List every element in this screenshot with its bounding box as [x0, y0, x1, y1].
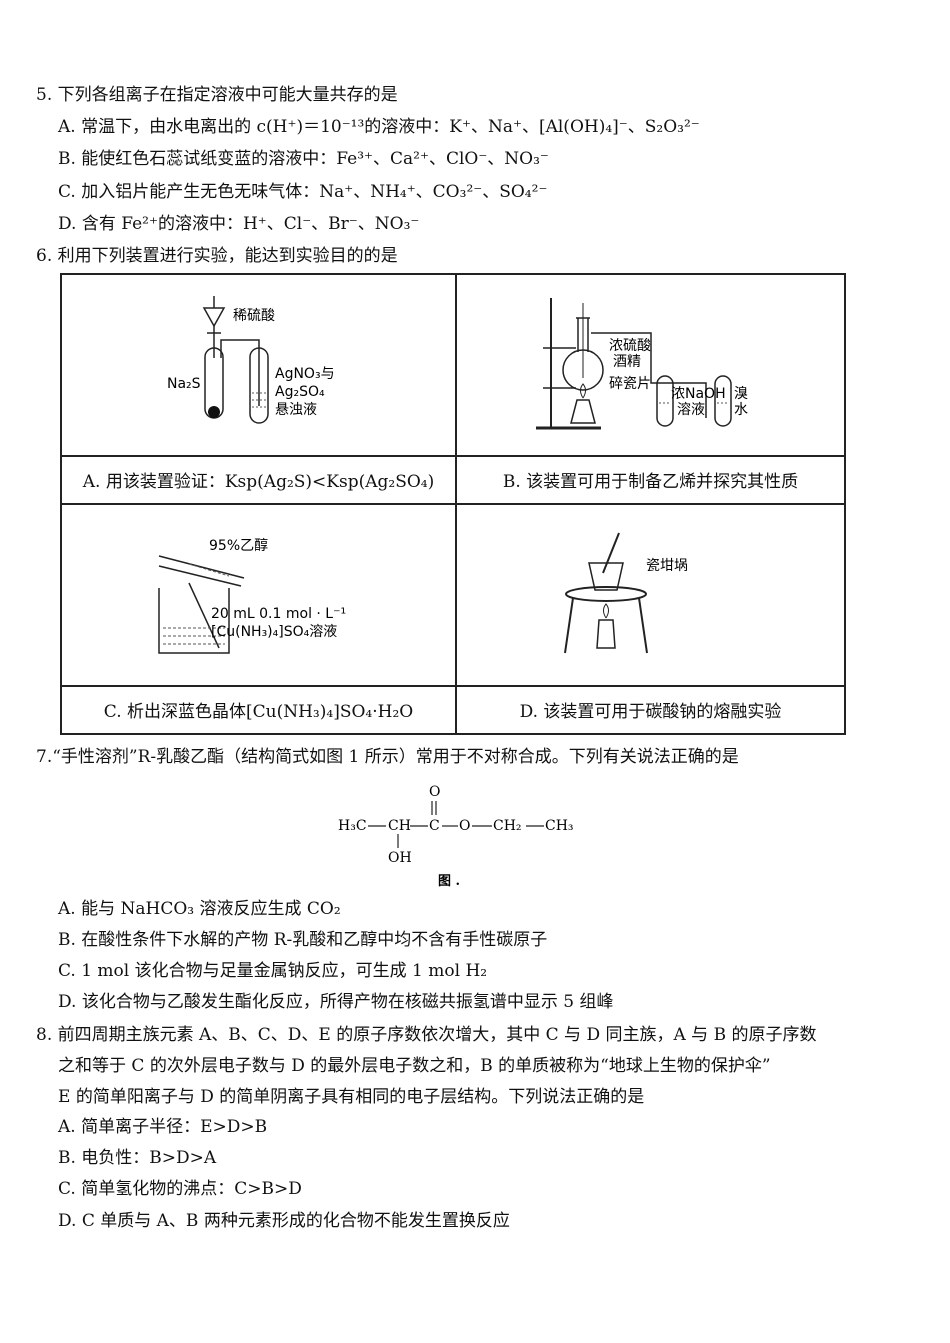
struct-ester-o: O [459, 818, 470, 834]
q6-figure-c: 95%乙醇 20 mL 0.1 mol · L⁻¹ [Cu(NH₃)₄]SO₄溶… [60, 502, 457, 687]
q7-option-a: A. 能与 NaHCO₃ 溶液反应生成 CO₂ [58, 899, 341, 919]
q5-option-d: D. 含有 Fe²⁺的溶液中：H⁺、Cl⁻、Br⁻、NO₃⁻ [58, 214, 420, 234]
label-95-ethanol: 95%乙醇 [209, 537, 268, 554]
apparatus-c-illustration: 95%乙醇 20 mL 0.1 mol · L⁻¹ [Cu(NH₃)₄]SO₄溶… [157, 537, 346, 654]
label-bromine-water: 水 [734, 402, 748, 418]
label-dilute-sulfuric-acid: 稀硫酸 [233, 308, 275, 324]
q7-option-d: D. 该化合物与乙酸发生酯化反应，所得产物在核磁共振氢谱中显示 5 组峰 [58, 992, 614, 1012]
apparatus-d-illustration: 瓷坩埚 [563, 532, 688, 654]
label-suspension: 悬浊液 [275, 402, 317, 418]
struct-oh: OH [388, 850, 412, 866]
struct-ch2: CH₂ [493, 818, 522, 834]
q6-figure-a: 稀硫酸 Na₂S AgNO₃与 Ag₂SO₄ 悬浊液 [60, 273, 457, 457]
apparatus-b-illustration: 浓硫酸 酒精 碎瓷片 浓NaOH 溶液 溴 水 [535, 297, 748, 430]
label-bromine: 溴 [734, 386, 748, 402]
struct-ch3: CH₃ [545, 818, 574, 834]
struct-ch: CH [388, 818, 411, 834]
q8-option-a: A. 简单离子半径：E>D>B [58, 1117, 268, 1137]
q5-stem: 5. 下列各组离子在指定溶液中可能大量共存的是 [36, 85, 398, 105]
q6-figure-b: 浓硫酸 酒精 碎瓷片 浓NaOH 溶液 溴 水 [455, 273, 846, 457]
q7-figure-label: 图 . [438, 874, 460, 889]
q7-option-b: B. 在酸性条件下水解的产物 R-乳酸和乙醇中均不含有手性碳原子 [58, 930, 548, 950]
label-porcelain-crucible: 瓷坩埚 [646, 558, 688, 574]
label-complex-solution: [Cu(NH₃)₄]SO₄溶液 [211, 624, 337, 640]
q6-stem: 6. 利用下列装置进行实验，能达到实验目的的是 [36, 246, 398, 266]
q6-caption-c: C. 析出深蓝色晶体[Cu(NH₃)₄]SO₄·H₂O [60, 684, 457, 736]
q7-option-c: C. 1 mol 该化合物与足量金属钠反应，可生成 1 mol H₂ [58, 961, 488, 981]
q8-stem-line2: 之和等于 C 的次外层电子数与 D 的最外层电子数之和，B 的单质被称为“地球上… [58, 1056, 771, 1076]
label-ag2so4: Ag₂SO₄ [275, 384, 325, 400]
label-concentration: 20 mL 0.1 mol · L⁻¹ [211, 606, 346, 622]
q6-caption-d: D. 该装置可用于碳酸钠的熔融实验 [455, 684, 846, 736]
q7-stem: 7.“手性溶剂”R-乳酸乙酯（结构简式如图 1 所示）常用于不对称合成。下列有关… [36, 747, 739, 767]
label-naoh-solution: 溶液 [677, 402, 705, 418]
q8-option-c: C. 简单氢化物的沸点：C>B>D [58, 1179, 302, 1199]
label-na2s: Na₂S [167, 376, 201, 392]
q6-apparatus-table: 稀硫酸 Na₂S AgNO₃与 Ag₂SO₄ 悬浊液 [60, 273, 846, 736]
q8-stem-line1: 8. 前四周期主族元素 A、B、C、D、E 的原子序数依次增大，其中 C 与 D… [36, 1025, 817, 1045]
struct-h3c: H₃C [338, 818, 367, 834]
struct-carbonyl-o: O [429, 784, 440, 800]
apparatus-a-illustration: 稀硫酸 Na₂S AgNO₃与 Ag₂SO₄ 悬浊液 [167, 295, 335, 424]
label-porcelain-chips: 碎瓷片 [609, 376, 651, 392]
q8-option-d: D. C 单质与 A、B 两种元素形成的化合物不能发生置换反应 [58, 1211, 510, 1231]
q6-figure-d: 瓷坩埚 [455, 502, 846, 687]
q8-stem-line3: E 的简单阳离子与 D 的简单阴离子具有相同的电子层结构。下列说法正确的是 [58, 1087, 645, 1107]
label-ethanol: 酒精 [613, 354, 641, 370]
q5-option-b: B. 能使红色石蕊试纸变蓝的溶液中：Fe³⁺、Ca²⁺、ClO⁻、NO₃⁻ [58, 149, 549, 169]
q6-caption-a: A. 用该装置验证：Ksp(Ag₂S)<Ksp(Ag₂SO₄) [60, 454, 457, 505]
q6-caption-b: B. 该装置可用于制备乙烯并探究其性质 [455, 454, 846, 505]
label-agno3: AgNO₃与 [275, 366, 335, 382]
label-naoh: 浓NaOH [671, 386, 726, 402]
q8-option-b: B. 电负性：B>D>A [58, 1148, 217, 1168]
q5-option-c: C. 加入铝片能产生无色无味气体：Na⁺、NH₄⁺、CO₃²⁻、SO₄²⁻ [58, 182, 548, 202]
label-conc-sulfuric-acid: 浓硫酸 [609, 338, 651, 354]
struct-c: C [429, 818, 440, 834]
q5-option-a: A. 常温下，由水电离出的 c(H⁺)＝10⁻¹³的溶液中：K⁺、Na⁺、[Al… [58, 117, 700, 137]
q7-structural-formula: H₃C CH C O O CH₂ CH₃ OH 图 . [338, 784, 574, 889]
